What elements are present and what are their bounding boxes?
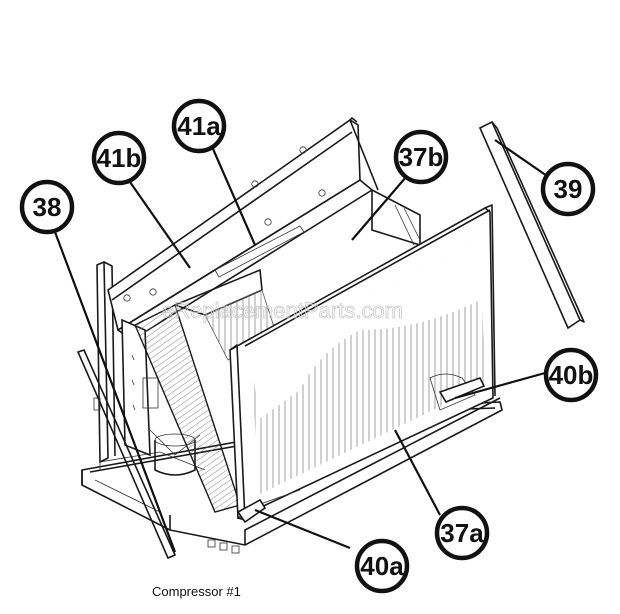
evaporator-coil — [134, 269, 276, 513]
compressor-caption: Compressor #1 — [152, 584, 241, 599]
callout-40b: 40b — [543, 347, 599, 403]
callout-39-label: 39 — [554, 174, 583, 204]
rear-coil-panel — [371, 188, 421, 247]
callout-41a: 41a — [171, 98, 227, 154]
callout-41b: 41b — [91, 130, 147, 186]
callout-37a: 37a — [434, 505, 490, 561]
side-strip — [478, 120, 585, 330]
watermark-text: eReplacementParts.com — [162, 298, 403, 323]
rod — [77, 349, 176, 559]
callout-38-label: 38 — [33, 192, 62, 222]
leader-lines — [53, 139, 551, 553]
front-coil-panel — [229, 204, 496, 521]
callout-37b-label: 37b — [399, 142, 444, 172]
callout-37a-label: 37a — [440, 518, 484, 548]
callout-41b-label: 41b — [97, 143, 142, 173]
callout-41a-label: 41a — [177, 111, 221, 141]
bracket-40b — [438, 377, 486, 404]
callout-40b-label: 40b — [549, 360, 594, 390]
callout-40a-label: 40a — [360, 551, 404, 581]
callout-40a: 40a — [354, 538, 410, 594]
bracket-40a — [236, 498, 267, 524]
callout-38: 38 — [19, 179, 75, 235]
callout-39: 39 — [540, 161, 596, 217]
callout-37b: 37b — [393, 129, 449, 185]
